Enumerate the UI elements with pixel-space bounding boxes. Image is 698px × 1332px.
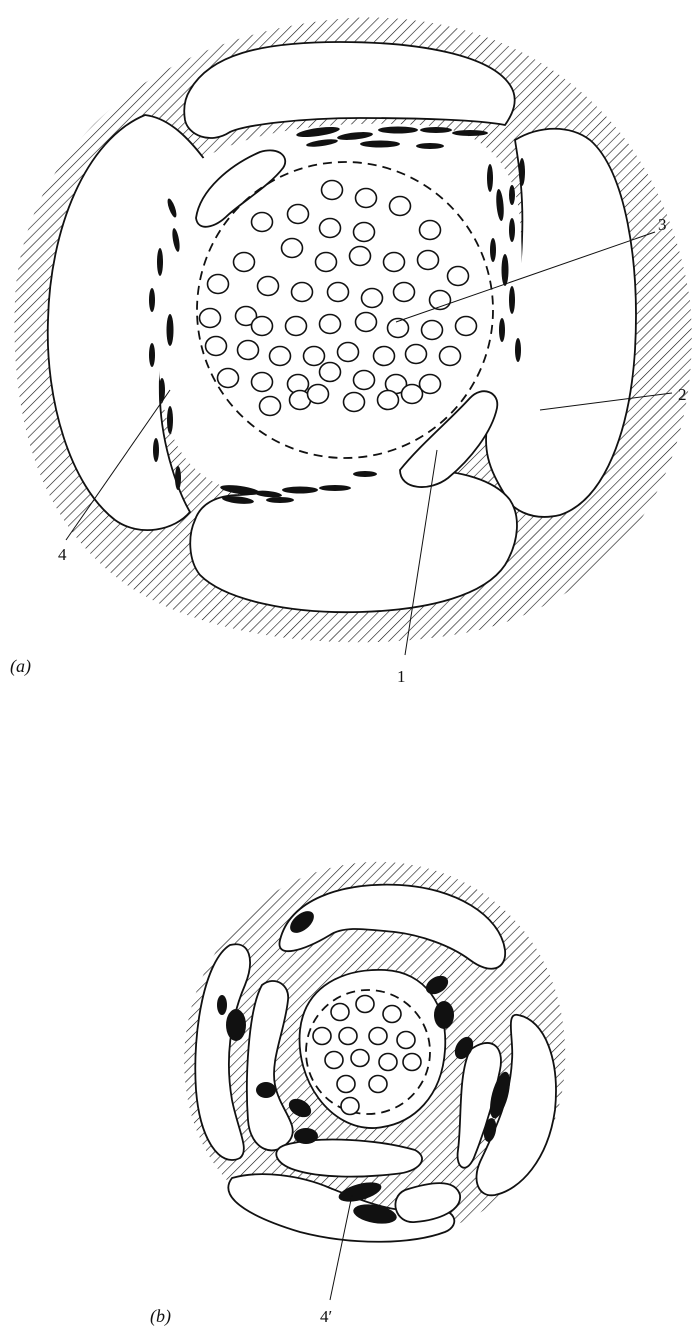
inclusion — [416, 143, 444, 149]
inclusion — [515, 338, 521, 362]
inclusion — [509, 286, 515, 314]
bubble — [440, 347, 461, 366]
inclusion — [157, 248, 163, 276]
panel-label-a: (a) — [10, 656, 31, 677]
bubble — [208, 275, 229, 294]
bubble — [362, 289, 383, 308]
bubble — [418, 251, 439, 270]
diagram-b: 4′ (b) — [150, 862, 565, 1327]
inclusion — [487, 164, 493, 192]
inclusion — [353, 471, 377, 477]
bubble — [325, 1052, 343, 1069]
bubble — [218, 369, 239, 388]
bubble — [356, 189, 377, 208]
bubble — [200, 309, 221, 328]
bubble — [356, 996, 374, 1013]
bubble — [420, 221, 441, 240]
bubble — [356, 313, 377, 332]
bubble — [369, 1028, 387, 1045]
callout-1: 1 — [397, 667, 406, 686]
bubble — [397, 1032, 415, 1049]
inclusion — [319, 485, 351, 491]
diagram-a: 1 2 3 4 (a) — [10, 18, 692, 686]
bubble — [354, 223, 375, 242]
inclusion — [256, 1082, 276, 1098]
bubble — [369, 1076, 387, 1093]
inclusion — [502, 254, 509, 286]
inclusion — [434, 1001, 454, 1029]
bubble — [379, 1054, 397, 1071]
bubble — [350, 247, 371, 266]
bubble — [344, 393, 365, 412]
bubble — [252, 213, 273, 232]
bubble — [322, 181, 343, 200]
callout-4prime: 4′ — [320, 1307, 332, 1326]
bubble — [320, 363, 341, 382]
bubble — [422, 321, 443, 340]
inclusion — [149, 343, 155, 367]
inclusion — [509, 185, 515, 205]
inclusion — [266, 497, 294, 503]
inclusion — [452, 130, 488, 136]
bubble — [288, 205, 309, 224]
inclusion — [167, 314, 174, 346]
bubble — [351, 1050, 369, 1067]
bubble — [339, 1028, 357, 1045]
inclusion — [282, 487, 318, 494]
inclusion — [226, 1009, 246, 1041]
bubble — [282, 239, 303, 258]
callout-3: 3 — [658, 215, 667, 234]
bubble — [206, 337, 227, 356]
inclusion — [175, 466, 181, 490]
bubble — [338, 343, 359, 362]
bubble — [402, 385, 423, 404]
bubble — [252, 373, 273, 392]
bubble — [320, 219, 341, 238]
bubble — [378, 391, 399, 410]
bubble — [456, 317, 477, 336]
bubble — [394, 283, 415, 302]
inclusion — [153, 438, 159, 462]
inclusion — [420, 127, 452, 133]
inclusion — [519, 158, 525, 186]
bubble — [374, 347, 395, 366]
inclusion — [167, 406, 173, 434]
inclusion — [509, 218, 515, 242]
bubble — [406, 345, 427, 364]
bubble — [308, 385, 329, 404]
bubble — [341, 1098, 359, 1115]
bubble — [337, 1076, 355, 1093]
panel-label-b: (b) — [150, 1306, 171, 1327]
bubble — [292, 283, 313, 302]
callout-4: 4 — [58, 545, 67, 564]
bubble — [316, 253, 337, 272]
bubble — [270, 347, 291, 366]
bubble — [448, 267, 469, 286]
inclusion — [360, 141, 400, 148]
bubble — [403, 1054, 421, 1071]
bubble — [258, 277, 279, 296]
bubble — [286, 317, 307, 336]
inclusion — [217, 995, 227, 1015]
inclusion — [499, 318, 505, 342]
bubble — [234, 253, 255, 272]
bubble — [390, 197, 411, 216]
inclusion — [149, 288, 155, 312]
bubble — [383, 1006, 401, 1023]
bubble — [384, 253, 405, 272]
bubble — [328, 283, 349, 302]
callout-2: 2 — [678, 385, 687, 404]
inclusion — [294, 1128, 318, 1144]
bubble — [331, 1004, 349, 1021]
bubble — [252, 317, 273, 336]
bubble — [304, 347, 325, 366]
bubble — [238, 341, 259, 360]
inclusion — [490, 238, 496, 262]
bubble — [313, 1028, 331, 1045]
bubble — [354, 371, 375, 390]
inclusion — [378, 127, 418, 134]
bubble — [320, 315, 341, 334]
bubble — [260, 397, 281, 416]
